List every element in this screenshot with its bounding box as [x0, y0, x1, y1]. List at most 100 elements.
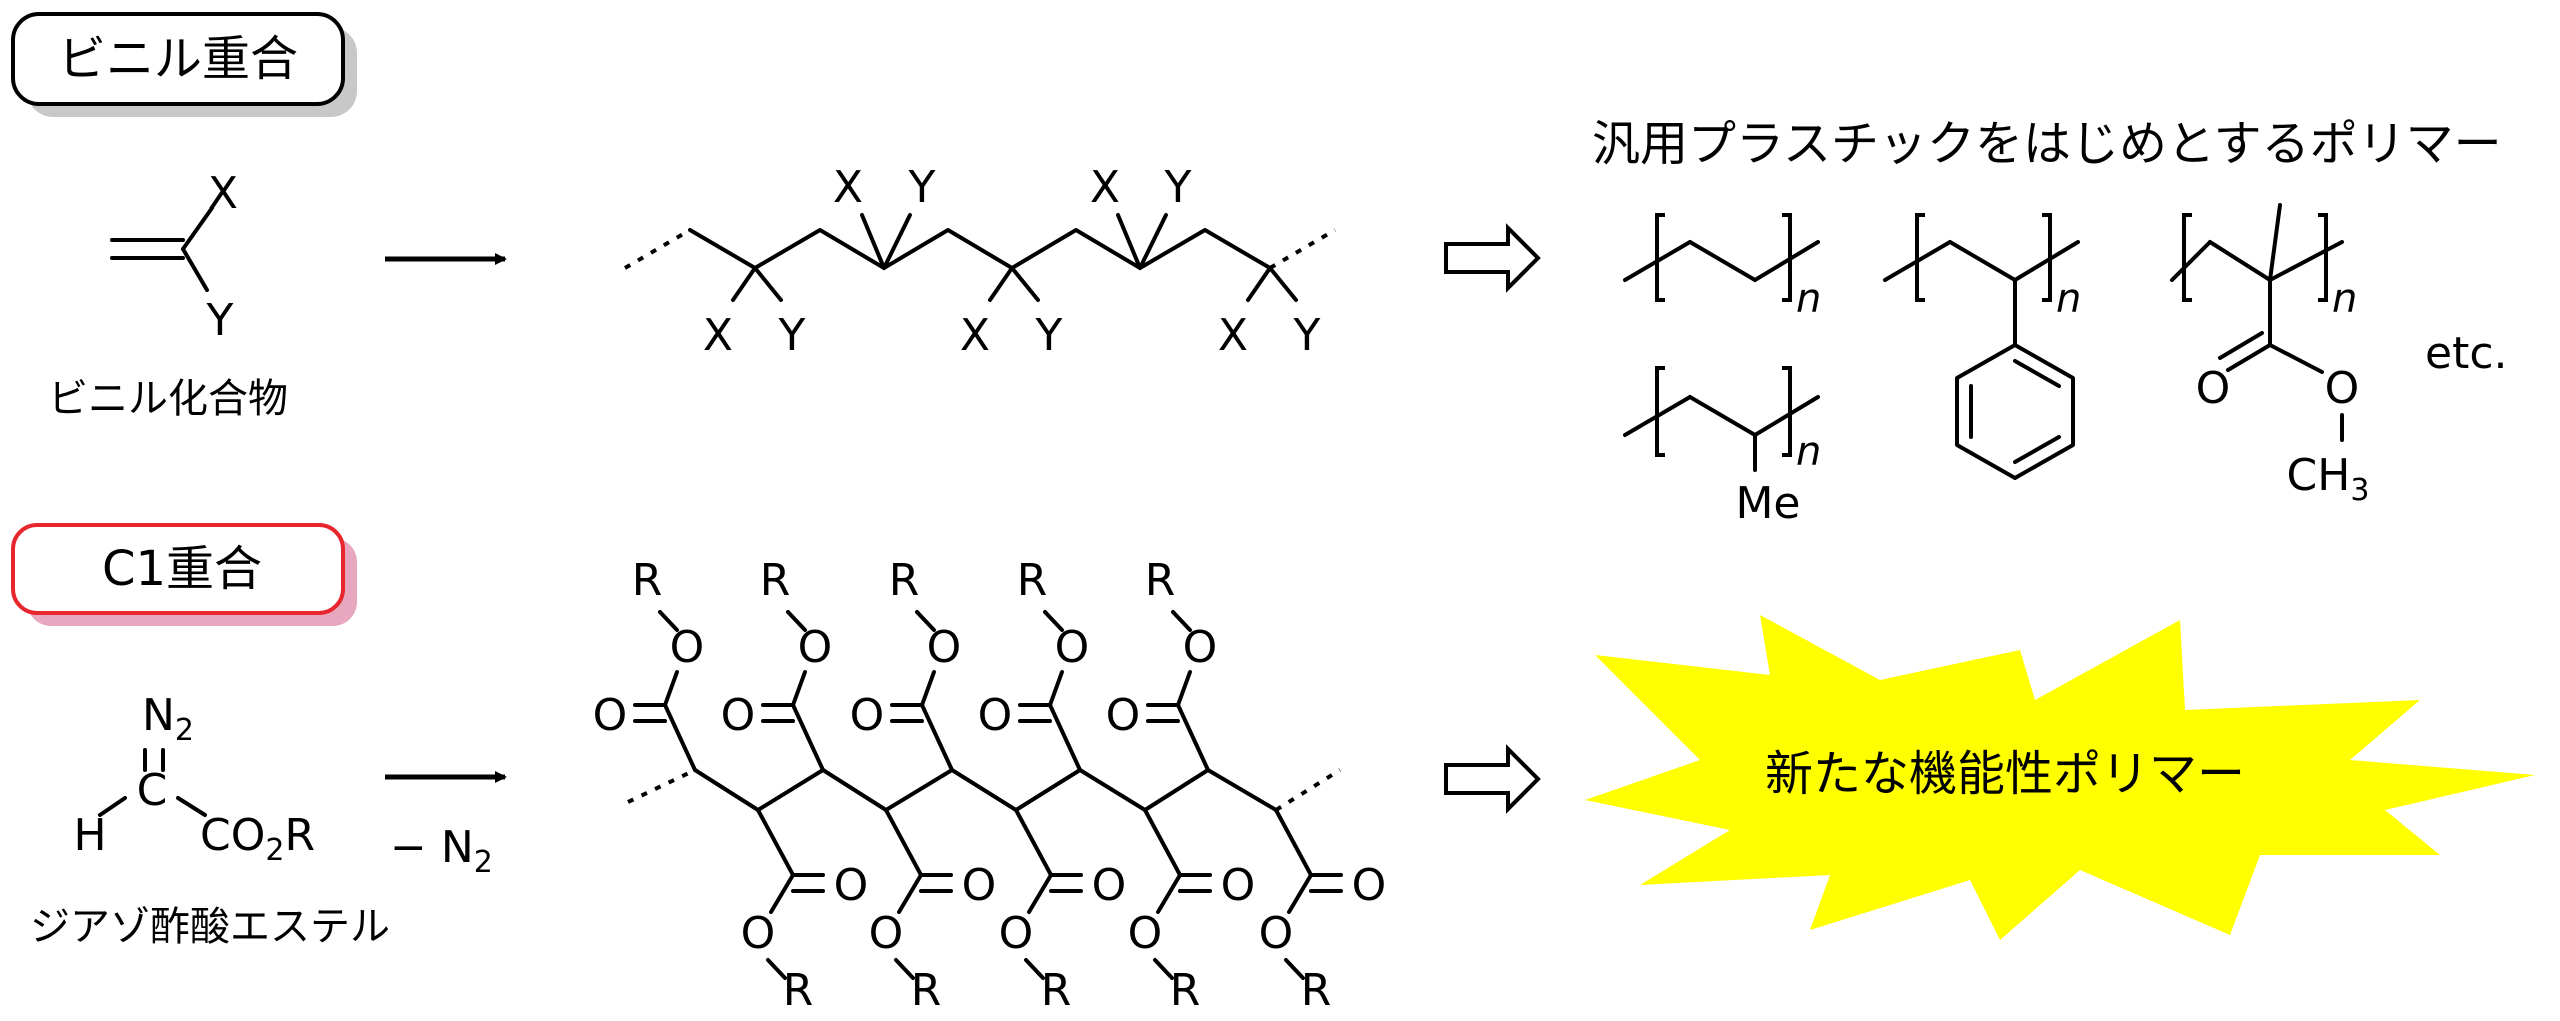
- c1-bond-up: [663, 703, 697, 772]
- pp-repeat-n: n: [1796, 429, 1821, 475]
- c1-bond-r: [786, 610, 807, 632]
- c1-carbonyl-o: O: [1221, 860, 1256, 911]
- c1-ester-o: O: [741, 908, 776, 959]
- diazoacetate-monomer: N2 C H CO2R ジアゾ酢酸エステル: [30, 690, 390, 950]
- c1-bond-o: [1176, 670, 1192, 707]
- c1-bond-down: [1274, 808, 1313, 877]
- pp-bracket-left: [1655, 366, 1665, 457]
- c1-bond-o: [920, 670, 936, 707]
- c1-bond-up: [920, 703, 954, 772]
- vinyl-polymer-x: X: [703, 310, 733, 361]
- c1-bond-down: [1143, 808, 1182, 877]
- c1-bond-r: [766, 958, 787, 980]
- diazo-bond-h: [98, 796, 127, 817]
- c1-backbone-bond: [821, 768, 888, 812]
- c1-bond-o: [897, 873, 923, 914]
- pmma-bond: [2268, 240, 2344, 282]
- pmma-ch3: CH3: [2287, 450, 2370, 508]
- pp-bond: [1753, 395, 1820, 437]
- c1-bond-o: [1287, 873, 1313, 914]
- ps-ring-double: [2013, 359, 2061, 388]
- c1-carbonyl-o: O: [834, 860, 869, 911]
- c1-bond-down: [756, 808, 795, 877]
- pe-bond: [1753, 240, 1820, 282]
- vinyl-polymer-y: Y: [1293, 310, 1321, 361]
- polymers-title: 汎用プラスチックをはじめとするポリマー: [1592, 116, 2502, 172]
- c1-bond-r: [1284, 958, 1305, 980]
- c1-bond-up: [1176, 703, 1210, 772]
- vinyl-bond: [1268, 266, 1298, 302]
- vinyl-polymer-y: Y: [908, 162, 936, 213]
- c1-bond-r: [1153, 958, 1174, 980]
- c1-bond-r: [1171, 610, 1192, 632]
- vinyl-polymer-y: Y: [1164, 162, 1192, 213]
- c1-label-frame: [11, 523, 345, 615]
- c1-backbone-bond: [1014, 768, 1082, 812]
- vinyl-chain-end-left: [623, 228, 692, 270]
- new-polymer-burst: 新たな機能性ポリマー: [1585, 615, 2535, 940]
- ps-bracket-left: [1915, 213, 1925, 302]
- c1-carbonyl-o: O: [978, 690, 1013, 741]
- c1-carbonyl-o: O: [1106, 690, 1141, 741]
- c1-ester-o: O: [1128, 908, 1163, 959]
- pe-repeat-n: n: [1796, 276, 1821, 322]
- vinyl-polymer-x: X: [833, 162, 863, 213]
- ps-bond: [2013, 240, 2080, 282]
- pmma-bond: [2170, 240, 2212, 282]
- vinyl-label-frame: [11, 12, 345, 106]
- vinyl-bond: [860, 213, 886, 270]
- c1-bond-o: [663, 670, 679, 707]
- vinyl-bond-x: [181, 206, 214, 251]
- c1-alkyl-r: R: [911, 965, 942, 1016]
- vinyl-monomer-y: Y: [206, 295, 234, 346]
- vinyl-bond: [1246, 266, 1272, 302]
- c1-bond-down: [884, 808, 923, 877]
- c1-bond-o: [1027, 873, 1053, 914]
- vinyl-implies-arrow: [1444, 223, 1541, 293]
- c1-backbone-bond: [950, 768, 1018, 812]
- pp-bracket-right: [1782, 366, 1792, 457]
- vinyl-backbone: [688, 228, 1272, 270]
- pe-bond: [1688, 240, 1757, 282]
- vinyl-bond: [1138, 213, 1168, 270]
- c1-backbone-bond: [1078, 768, 1147, 812]
- c1-bond-o: [1156, 873, 1182, 914]
- c1-bond-r: [658, 610, 679, 632]
- c1-backbone-bond: [756, 768, 825, 812]
- vinyl-bond: [753, 266, 783, 302]
- c1-bond-r: [1043, 610, 1064, 632]
- vinyl-bond: [1010, 266, 1040, 302]
- c1-carbonyl-o: O: [850, 690, 885, 741]
- pmma-bracket-left: [2182, 213, 2192, 302]
- pmma-structure: n O O CH3: [2170, 203, 2370, 508]
- c1-carbonyl-o: O: [593, 690, 628, 741]
- c1-bond-r: [915, 610, 936, 632]
- c1-alkyl-r: R: [1017, 555, 1048, 606]
- pmma-bracket-right: [2318, 213, 2328, 302]
- c1-alkyl-r: R: [632, 555, 663, 606]
- vinyl-monomer-x: X: [208, 168, 238, 219]
- c1-alkyl-r: R: [1145, 555, 1176, 606]
- c1-implies-arrow: [1444, 744, 1541, 814]
- polyethylene-structure: n: [1623, 213, 1821, 322]
- c1-carbonyl-o: O: [1352, 860, 1387, 911]
- c1-backbone-bond: [1143, 768, 1210, 812]
- c1-chain-end-left: [627, 768, 696, 804]
- c1-bond-o: [1048, 670, 1064, 707]
- ps-bond: [1948, 240, 2017, 282]
- pp-bond: [1688, 395, 1757, 437]
- diazo-bond-ester: [176, 796, 207, 817]
- c1-backbone-bond: [884, 768, 954, 812]
- c1-backbone-bond: [1206, 768, 1278, 812]
- c1-alkyl-r: R: [1301, 965, 1332, 1016]
- c1-bond-up: [791, 703, 825, 772]
- c1-bond-o: [769, 873, 795, 914]
- polypropylene-structure: n Me: [1623, 366, 1821, 529]
- c1-alkyl-r: R: [1041, 965, 1072, 1016]
- c1-carbonyl-o: O: [1092, 860, 1127, 911]
- vinyl-label-box: ビニル重合: [11, 12, 357, 117]
- c1-ester-o: O: [1259, 908, 1294, 959]
- vinyl-polymer-x: X: [1218, 310, 1248, 361]
- pp-methyl: Me: [1735, 478, 1800, 529]
